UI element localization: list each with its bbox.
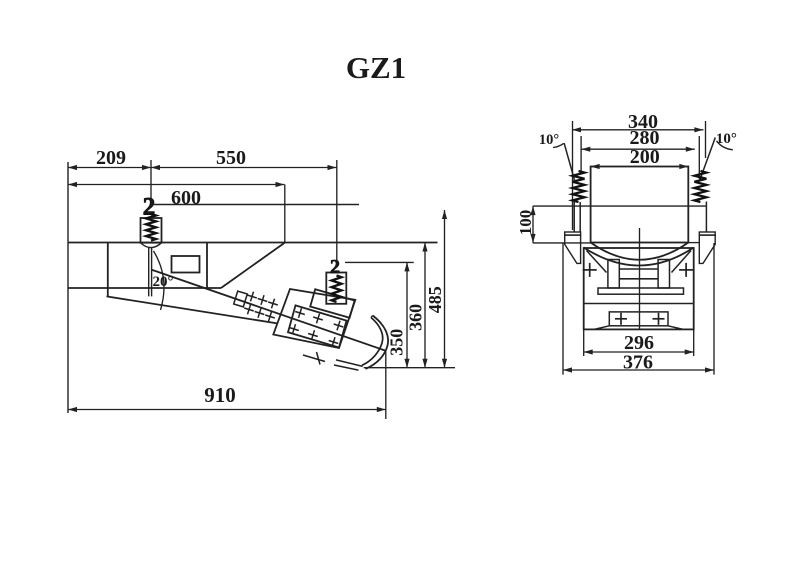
svg-text:100: 100 (516, 210, 535, 236)
svg-text:600: 600 (171, 187, 201, 209)
svg-text:360: 360 (406, 304, 426, 331)
svg-text:910: 910 (204, 383, 236, 407)
svg-text:20°: 20° (153, 274, 174, 290)
svg-text:296: 296 (624, 332, 654, 354)
svg-text:2: 2 (330, 256, 340, 278)
svg-text:280: 280 (630, 127, 660, 149)
svg-text:10°: 10° (716, 131, 737, 147)
svg-text:485: 485 (425, 286, 445, 313)
svg-text:GZ1: GZ1 (346, 50, 406, 85)
svg-text:550: 550 (216, 147, 246, 169)
svg-text:209: 209 (96, 147, 126, 169)
svg-text:350: 350 (387, 329, 407, 356)
svg-text:376: 376 (623, 352, 653, 374)
svg-text:340: 340 (628, 111, 658, 133)
svg-text:10°: 10° (539, 132, 560, 148)
svg-text:200: 200 (630, 146, 660, 168)
